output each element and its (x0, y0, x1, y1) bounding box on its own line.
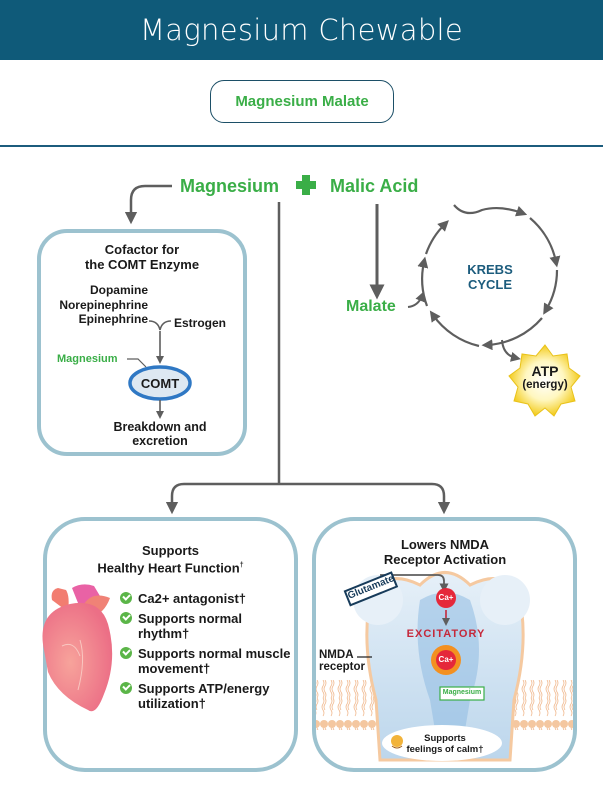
glutamate-tag (343, 571, 399, 607)
heart-panel (43, 517, 298, 772)
comt-substrates: Dopamine Norepinephrine Epinephrine (59, 283, 148, 326)
formula-magnesium: Magnesium (180, 176, 280, 196)
page-title: Magnesium Chewable (139, 13, 464, 47)
smiley-icon (391, 735, 403, 747)
magnesium-block-label: Magnesium (442, 689, 482, 696)
calcium-ion-top (436, 588, 456, 608)
plus-icon (294, 172, 318, 196)
calcium-ion-bottom (436, 650, 456, 670)
calm-label: Supports feelings of calm† (406, 733, 484, 755)
nmda-panel-title: Lowers NMDA Receptor Activation (383, 537, 507, 567)
comt-panel (37, 229, 247, 456)
calm-cloud (382, 725, 502, 761)
nmda-illustration (316, 571, 573, 762)
comt-enzyme-oval (128, 365, 192, 401)
excitatory-label: EXCITATORY (406, 628, 486, 640)
arrow-malate-into-cycle (407, 291, 425, 308)
list-item: Ca2+ antagonist† (120, 591, 295, 606)
formula-malic-acid: Malic Acid (330, 176, 419, 196)
atp-burst (508, 344, 581, 417)
arrow-to-nmda (279, 482, 451, 515)
list-item: Supports normal muscle movement† (120, 646, 295, 676)
list-item: Supports ATP/energy utilization† (120, 681, 295, 711)
arrow-to-atp (501, 339, 521, 362)
section-divider (0, 145, 603, 147)
header-banner: Magnesium Chewable (0, 0, 603, 60)
comt-magnesium-label: Magnesium (57, 353, 118, 365)
check-circle-icon (120, 612, 132, 624)
arrow-to-comt (124, 184, 172, 225)
magnesium-block (439, 686, 485, 701)
check-circle-icon (120, 647, 132, 659)
malate-label: Malate (346, 298, 396, 315)
comt-result: Breakdown and excretion (113, 420, 207, 448)
calcium-ion-label-bottom: Ca+ (438, 655, 454, 664)
comt-merge-lines (148, 320, 172, 331)
heart-illustration (42, 584, 113, 712)
arrow-to-heart (165, 482, 279, 515)
comt-enzyme-label: COMT (140, 376, 180, 391)
product-form-label: Magnesium Malate (235, 93, 369, 110)
check-circle-icon (120, 592, 132, 604)
magnesium-pointer (127, 358, 147, 368)
product-form-badge: Magnesium Malate (210, 80, 394, 123)
list-item: Supports normal rhythm† (120, 611, 295, 641)
krebs-cycle-label: KREBS CYCLE (467, 262, 513, 292)
glutamate-arrow (380, 574, 449, 593)
heart-benefits-list: Ca2+ antagonist† Supports normal rhythm†… (120, 591, 295, 716)
calcium-ion-label-top: Ca+ (438, 593, 454, 602)
check-circle-icon (120, 682, 132, 694)
atp-label: ATP (energy) (522, 363, 568, 391)
krebs-cycle-ring (417, 204, 561, 351)
nmda-receptor-label: NMDA receptor (319, 649, 366, 673)
comt-title: Cofactor for the COMT Enzyme (84, 242, 200, 272)
comt-estrogen: Estrogen (174, 316, 227, 330)
heart-panel-title: Supports Healthy Heart Function† (97, 543, 244, 576)
